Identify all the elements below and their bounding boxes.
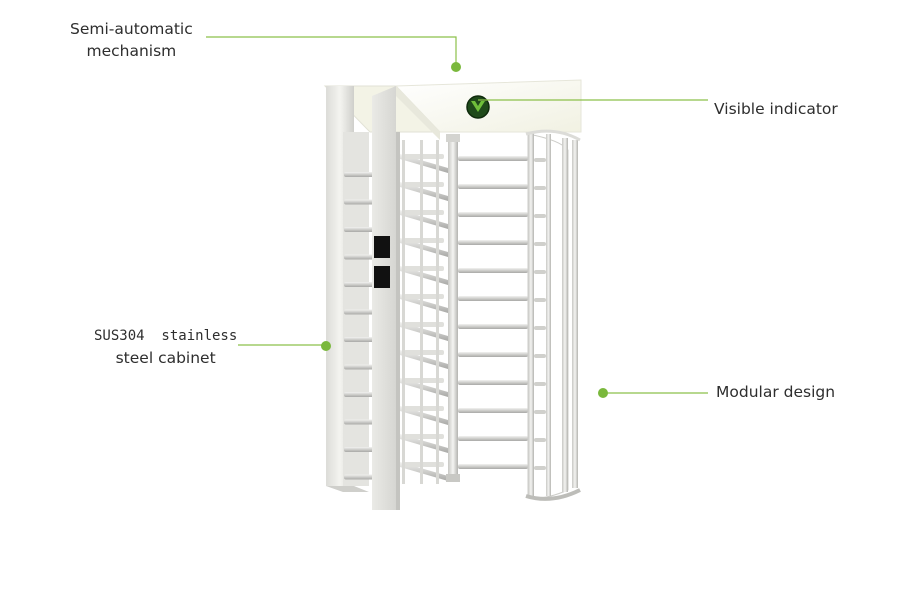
callout-semi-automatic-line2: mechanism: [86, 42, 177, 60]
cabinet-fixed-arms: [344, 172, 374, 480]
callout-cabinet-line2: steel cabinet: [115, 349, 216, 367]
rotor-arm-front: [404, 406, 444, 411]
fence-module-stub: [534, 466, 546, 470]
fence-module-stub: [534, 326, 546, 330]
fence-module-stub: [534, 382, 546, 386]
cabinet-fixed-arm: [344, 254, 374, 260]
green-arrow-indicator-icon: [466, 95, 490, 119]
cabinet-fixed-arm: [344, 227, 374, 232]
rotor-arm-right: [458, 296, 528, 301]
cabinet-fixed-arm: [344, 337, 374, 342]
rotor-post: [446, 134, 460, 482]
rotor-arm-front: [404, 462, 444, 467]
callout-visible-indicator: Visible indicator: [714, 98, 838, 120]
fence-module-stub: [534, 242, 546, 246]
rotor-arm-right: [458, 212, 528, 217]
cabinet-fixed-arm: [344, 172, 374, 177]
card-reader-upper: [374, 236, 390, 258]
cabinet-fixed-arm: [344, 282, 374, 287]
rotor-arm-right: [458, 352, 528, 357]
callout-dot-semi-automatic: [451, 62, 461, 72]
rotor-arm-front: [404, 322, 444, 327]
card-reader-lower: [374, 266, 390, 288]
callout-cabinet-line1: SUS304 stainless: [94, 328, 238, 344]
callout-line-semi-automatic: [206, 36, 457, 66]
fence-module-stub: [534, 158, 546, 162]
callout-semi-automatic-line1: Semi-automatic: [70, 20, 193, 38]
rotor-arm-right: [458, 324, 528, 329]
cabinet-fixed-arm: [344, 447, 374, 452]
callout-lines: [206, 36, 708, 394]
callout-dot-modular: [598, 388, 608, 398]
rotor-arms: [400, 140, 546, 484]
cabinet-fixed-arm: [344, 199, 374, 205]
rotor-arm-front: [404, 266, 444, 271]
rotor-arm-right: [458, 380, 528, 385]
rotor-arm-front: [404, 238, 444, 243]
rotor-cage-rail: [420, 140, 423, 484]
fence-module-stub: [534, 438, 546, 442]
rotor-arm-right: [458, 240, 528, 245]
fence-module-stub: [534, 410, 546, 414]
cabinet-fixed-arm: [344, 309, 374, 315]
callout-semi-automatic-mechanism: Semi-automatic mechanism: [70, 18, 193, 62]
fence-module: [525, 129, 581, 501]
rotor-arm-front: [404, 350, 444, 355]
rotor-arm-right: [458, 156, 528, 161]
fence-module-stub: [534, 354, 546, 358]
rotor-arm-right: [458, 436, 528, 441]
rotor-arm-front: [404, 154, 444, 159]
fence-module-stub: [534, 298, 546, 302]
rotor-arm-front: [404, 182, 444, 187]
left-cabinet: [326, 86, 369, 492]
rotor-cage-rail: [402, 140, 405, 484]
fence-module-stub: [534, 186, 546, 190]
cabinet-fixed-arm: [344, 392, 374, 397]
rotor-arm-right: [458, 268, 528, 273]
callout-cabinet: SUS304 stainless steel cabinet: [94, 325, 237, 369]
fence-module-stub: [534, 270, 546, 274]
callout-modular-design-text: Modular design: [716, 383, 836, 401]
callout-dot-cabinet: [321, 341, 331, 351]
callout-modular-design: Modular design: [716, 381, 835, 403]
rotor-arm-front: [404, 378, 444, 383]
rotor-arm-front: [404, 434, 444, 439]
cabinet-fixed-arm: [344, 419, 374, 425]
rotor-arm-right: [458, 184, 528, 189]
callout-dots: [321, 62, 608, 398]
fence-module-stub: [534, 214, 546, 218]
cabinet-fixed-arm: [344, 474, 374, 480]
rotor-arm-front: [404, 210, 444, 215]
rotor-arm-right: [458, 408, 528, 413]
callout-visible-indicator-text: Visible indicator: [714, 100, 838, 118]
rotor-cage-rail: [436, 140, 439, 484]
cabinet-fixed-arm: [344, 364, 374, 370]
rotor-arm-right: [458, 464, 528, 469]
front-cabinet: [372, 86, 400, 510]
rotor-arm-front: [404, 294, 444, 299]
